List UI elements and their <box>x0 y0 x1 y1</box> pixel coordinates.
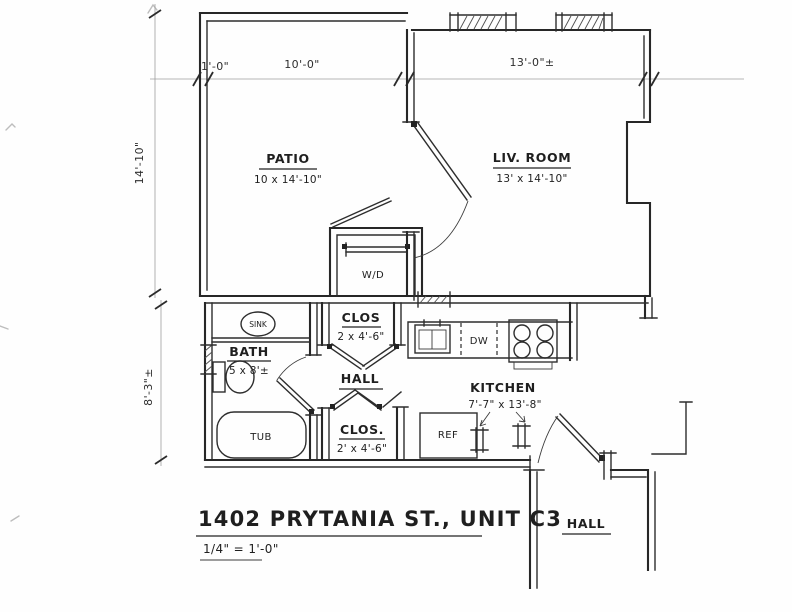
patio-living-door <box>402 28 472 301</box>
kitchen: DW KITCHEN 7'-7" x 13'-8" REF <box>407 301 578 459</box>
patio-label: PATIO <box>266 151 310 166</box>
sink-label: SINK <box>249 320 268 329</box>
hall-entry-label: HALL <box>567 516 605 531</box>
hall-center-label: HALL <box>341 371 379 386</box>
closet-top-label: CLOS <box>342 310 381 325</box>
closet-top: CLOS 2 x 4'-6" <box>317 301 406 370</box>
bath-label: BATH <box>229 344 269 359</box>
toilet-tank-shape <box>212 361 226 393</box>
lower-bottom-wall <box>203 455 532 472</box>
toilet-bowl-shape <box>225 360 255 394</box>
dimension-lines <box>148 4 744 466</box>
bathroom: SINK BATH 5 x 8'± TUB <box>200 301 322 462</box>
closet-bottom-size: 2' x 4'-6" <box>337 443 387 455</box>
dim-upper-height: 14'-10" <box>133 142 146 185</box>
kitchen-label: KITCHEN <box>470 380 536 395</box>
sheet-scale: 1/4" = 1'-0" <box>203 542 279 556</box>
kitchen-window-hatch <box>417 291 451 308</box>
room-labels-upper: PATIO 10 x 14'-10" LIV. ROOM 13' x 14'-1… <box>254 150 571 186</box>
kitchen-sink-shape <box>414 324 451 354</box>
living-room-walls <box>410 12 658 320</box>
dim-living-width: 13'-0"± <box>509 56 554 69</box>
hall-entry-room: HALL <box>523 468 656 590</box>
dimension-labels: 1'-0" 10'-0" 13'-0"± 14'-10" 8'-3"± <box>133 56 554 406</box>
closet-bottom: CLOS. 2' x 4'-6" <box>317 389 409 462</box>
tub-label: TUB <box>249 432 272 443</box>
refrigerator-label: REF <box>438 430 458 441</box>
dim-top-offset: 1'-0" <box>201 60 229 73</box>
bathtub-shape <box>216 411 307 459</box>
patio-size: 10 x 14'-10" <box>254 174 322 186</box>
section-wall <box>198 291 652 308</box>
dim-patio-width: 10'-0" <box>284 58 319 71</box>
dim-lower-height: 8'-3"± <box>142 368 155 406</box>
dishwasher-label: DW <box>470 336 488 347</box>
hall-center: HALL <box>339 371 383 390</box>
living-room-label: LIV. ROOM <box>493 150 572 165</box>
refrigerator-shape <box>419 412 478 459</box>
living-room-size: 13' x 14'-10" <box>496 173 567 185</box>
bath-window-hatch <box>200 344 217 375</box>
hall-entry-door <box>537 401 693 480</box>
washer-dryer-closet: W/D <box>328 197 424 298</box>
stray-edge-marks <box>0 3 158 522</box>
bath-sink-shape <box>240 311 276 337</box>
washer-dryer-label: W/D <box>362 270 384 281</box>
title-block: 1402 PRYTANIA ST., UNIT C3 1/4" = 1'-0" <box>196 507 562 561</box>
window-hatch-right <box>563 15 604 30</box>
kitchen-size: 7'-7" x 13'-8" <box>468 399 542 411</box>
bath-size: 5 x 8'± <box>229 365 269 377</box>
closet-bottom-label: CLOS. <box>340 422 384 437</box>
window-hatch-left <box>459 15 503 30</box>
closet-top-size: 2 x 4'-6" <box>337 331 384 343</box>
patio-walls <box>198 11 409 298</box>
sheet-title: 1402 PRYTANIA ST., UNIT C3 <box>198 507 562 531</box>
